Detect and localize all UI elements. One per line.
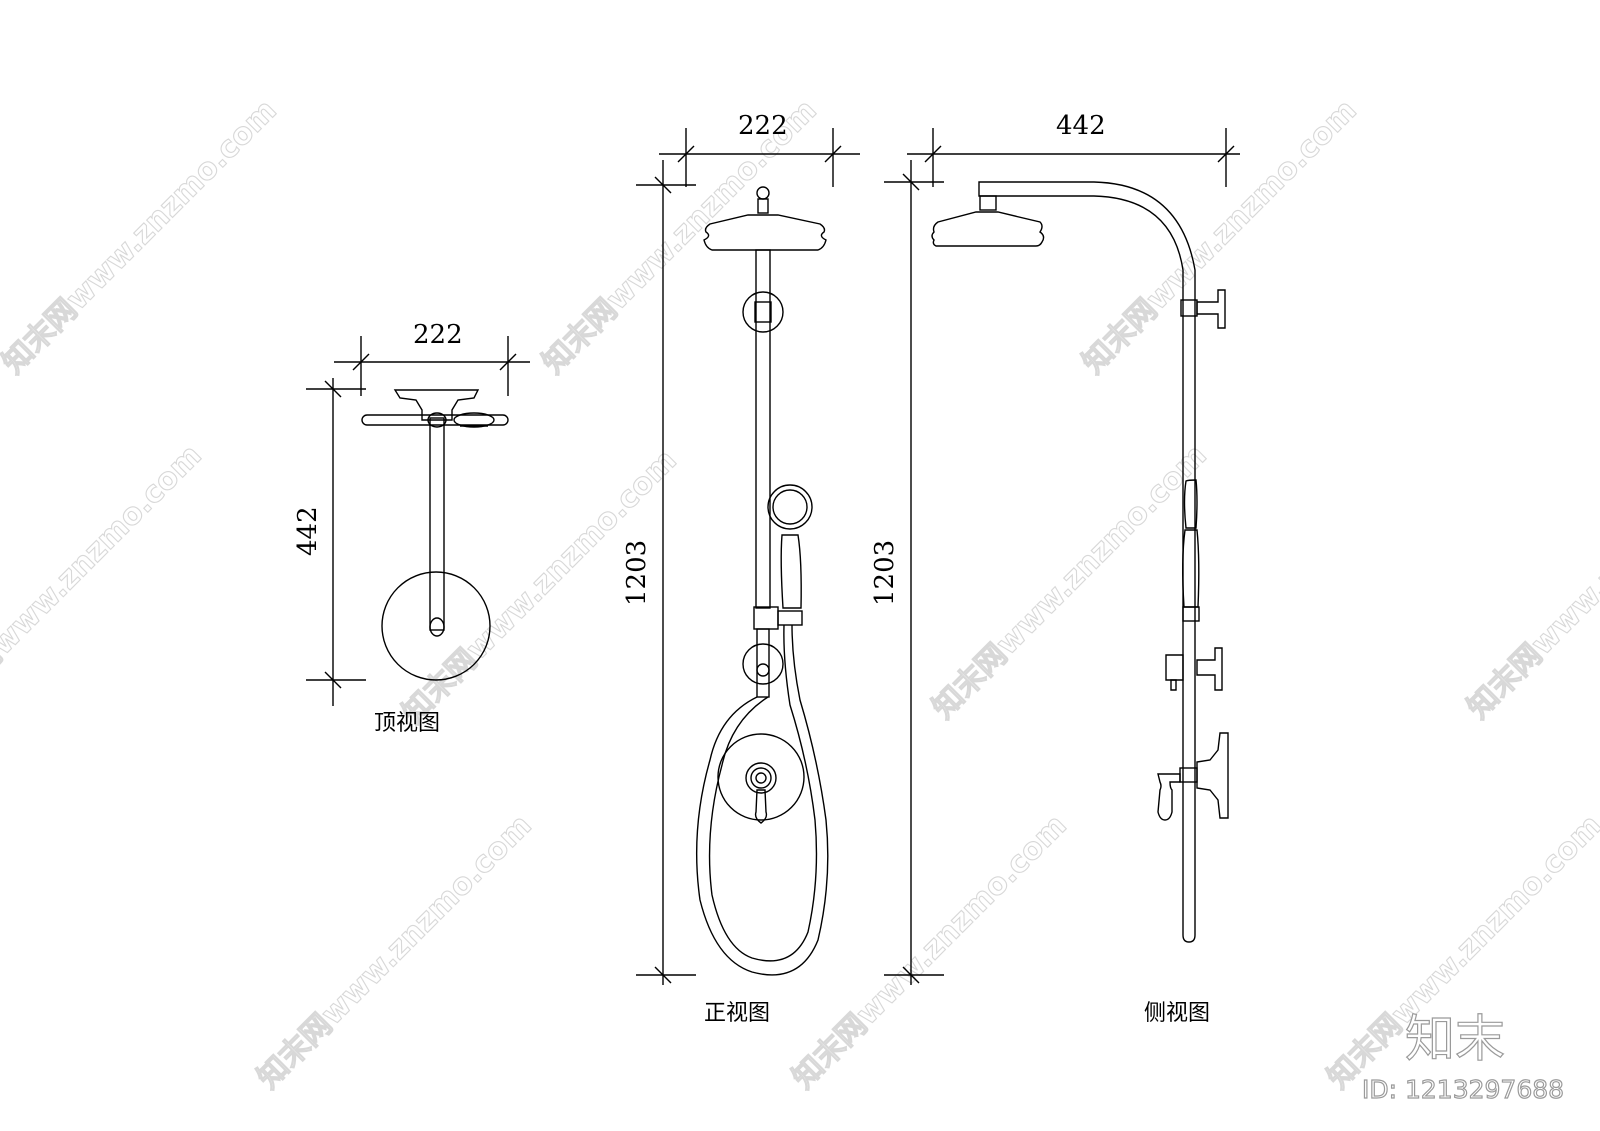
mixer-valve-side <box>1157 732 1229 821</box>
side-depth-dimension: 442 <box>907 111 1240 187</box>
shower-head-top <box>361 389 509 681</box>
top-width-label: 222 <box>413 320 463 350</box>
watermark-text: 知末网www.znzmo.com <box>1076 93 1364 381</box>
watermark-text: 知末网www.znzmo.com <box>786 808 1074 1096</box>
top-width-dimension: 222 <box>334 320 530 396</box>
mixer-valve-front <box>717 733 805 824</box>
side-height-dimension: 1203 <box>870 160 944 985</box>
top-depth-dimension: 442 <box>293 378 366 706</box>
diverter-side <box>1165 647 1223 691</box>
hose-front <box>695 624 829 976</box>
diverter-front <box>742 628 784 698</box>
side-view: 442 1203 <box>870 111 1240 1026</box>
side-view-caption: 侧视图 <box>1144 1001 1210 1026</box>
side-depth-label: 442 <box>1056 111 1106 141</box>
brand-mark: 知末 ID: 1213297688 <box>1361 1009 1564 1104</box>
watermark-text: 知末网www.znzmo.com <box>251 808 539 1096</box>
hand-shower-side <box>1182 479 1200 622</box>
watermark-text: 知末网www.znzmo.com <box>1461 438 1600 726</box>
overhead-shower-front <box>703 186 827 609</box>
watermark-layer: 知末网www.znzmo.com 知末网www.znzmo.com 知末网www… <box>0 92 1600 1096</box>
front-view-caption: 正视图 <box>704 1001 770 1026</box>
side-height-label: 1203 <box>870 540 900 606</box>
hand-shower-front <box>753 484 813 630</box>
front-view: 222 1203 <box>622 111 860 1026</box>
top-view-caption: 顶视图 <box>374 711 440 736</box>
wall-bracket-upper-side <box>1180 289 1226 329</box>
front-height-dimension: 1203 <box>622 160 696 985</box>
watermark-text: 知末网www.znzmo.com <box>0 438 209 726</box>
overhead-arm-side <box>931 181 1196 943</box>
watermark-text: 知末网www.znzmo.com <box>0 93 284 381</box>
top-depth-label: 442 <box>293 506 323 556</box>
front-width-dimension: 222 <box>659 111 860 187</box>
brand-id-label: ID: 1213297688 <box>1362 1075 1564 1104</box>
front-height-label: 1203 <box>622 540 652 606</box>
top-view: 222 442 顶视图 <box>293 320 530 736</box>
brand-logo: 知末 <box>1405 1010 1505 1068</box>
front-width-label: 222 <box>738 111 788 141</box>
